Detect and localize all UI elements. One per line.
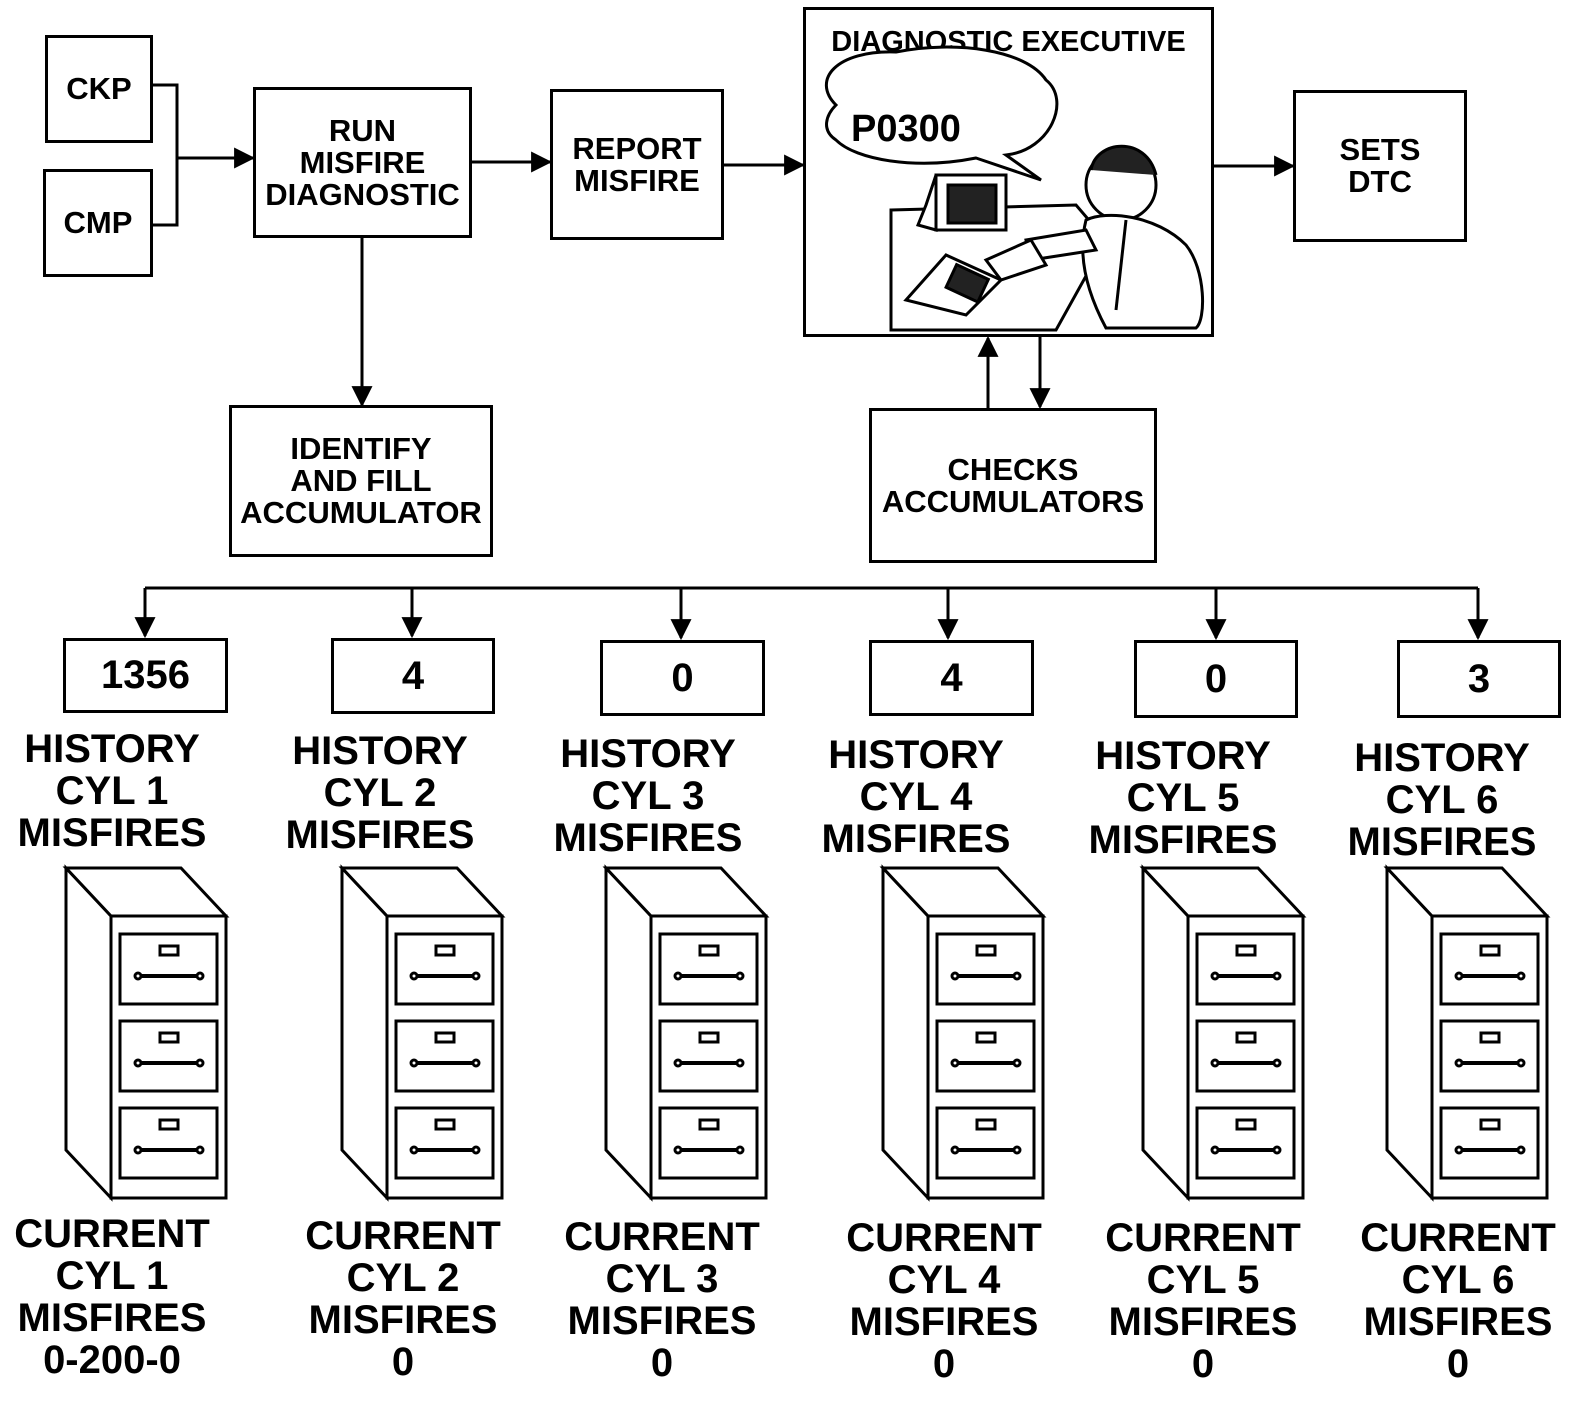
history-count-6: 3 [1397,640,1561,718]
cmp-label: CMP [63,205,133,240]
history-count-1: 1356 [63,638,228,713]
executive-illustration [824,45,1205,332]
ckp-connector [153,83,179,158]
run-line-1: RUN [328,112,397,148]
filing-cabinet-icon [338,864,506,1202]
identify-accumulator-box: IDENTIFY AND FILL ACCUMULATOR [229,405,493,557]
history-count-4: 4 [869,640,1034,716]
identify-line-3: ACCUMULATOR [240,495,482,530]
sets-dtc-line-2: DTC [1348,164,1412,199]
run-line-3: DIAGNOSTIC [265,176,460,212]
history-count-5: 0 [1134,640,1298,718]
filing-cabinet-icon [602,864,770,1202]
person-body [1081,213,1205,330]
report-line-1: REPORT [572,130,702,166]
sets-dtc-box: SETS DTC [1293,90,1467,242]
diagnostic-executive-box: DIAGNOSTIC EXECUTIVE P0300 [803,7,1214,337]
checks-line-1: CHECKS [947,451,1079,487]
cmp-box: CMP [43,169,153,277]
run-line-2: MISFIRE [299,144,426,180]
speech-bubble [824,45,1059,182]
history-count-3: 0 [600,640,765,716]
dtc-code-bubble-text: P0300 [851,108,961,150]
checks-line-2: ACCUMULATORS [881,483,1145,519]
report-misfire-box: REPORT MISFIRE [550,89,724,240]
filing-cabinet-icon [879,864,1047,1202]
ckp-box: CKP [45,35,153,143]
identify-line-2: AND FILL [290,463,432,498]
identify-line-1: IDENTIFY [290,431,432,466]
report-line-2: MISFIRE [574,162,700,198]
desk [889,203,1108,332]
filing-cabinet-icon [1139,864,1307,1202]
run-misfire-diagnostic-box: RUN MISFIRE DIAGNOSTIC [253,87,472,238]
history-count-2: 4 [331,638,495,714]
sets-dtc-line-1: SETS [1339,132,1421,167]
checks-accumulators-box: CHECKS ACCUMULATORS [869,408,1157,563]
cmp-connector [153,158,179,227]
filing-cabinet-icon [62,864,230,1202]
ckp-label: CKP [66,71,132,106]
filing-cabinet-icon [1383,864,1551,1202]
